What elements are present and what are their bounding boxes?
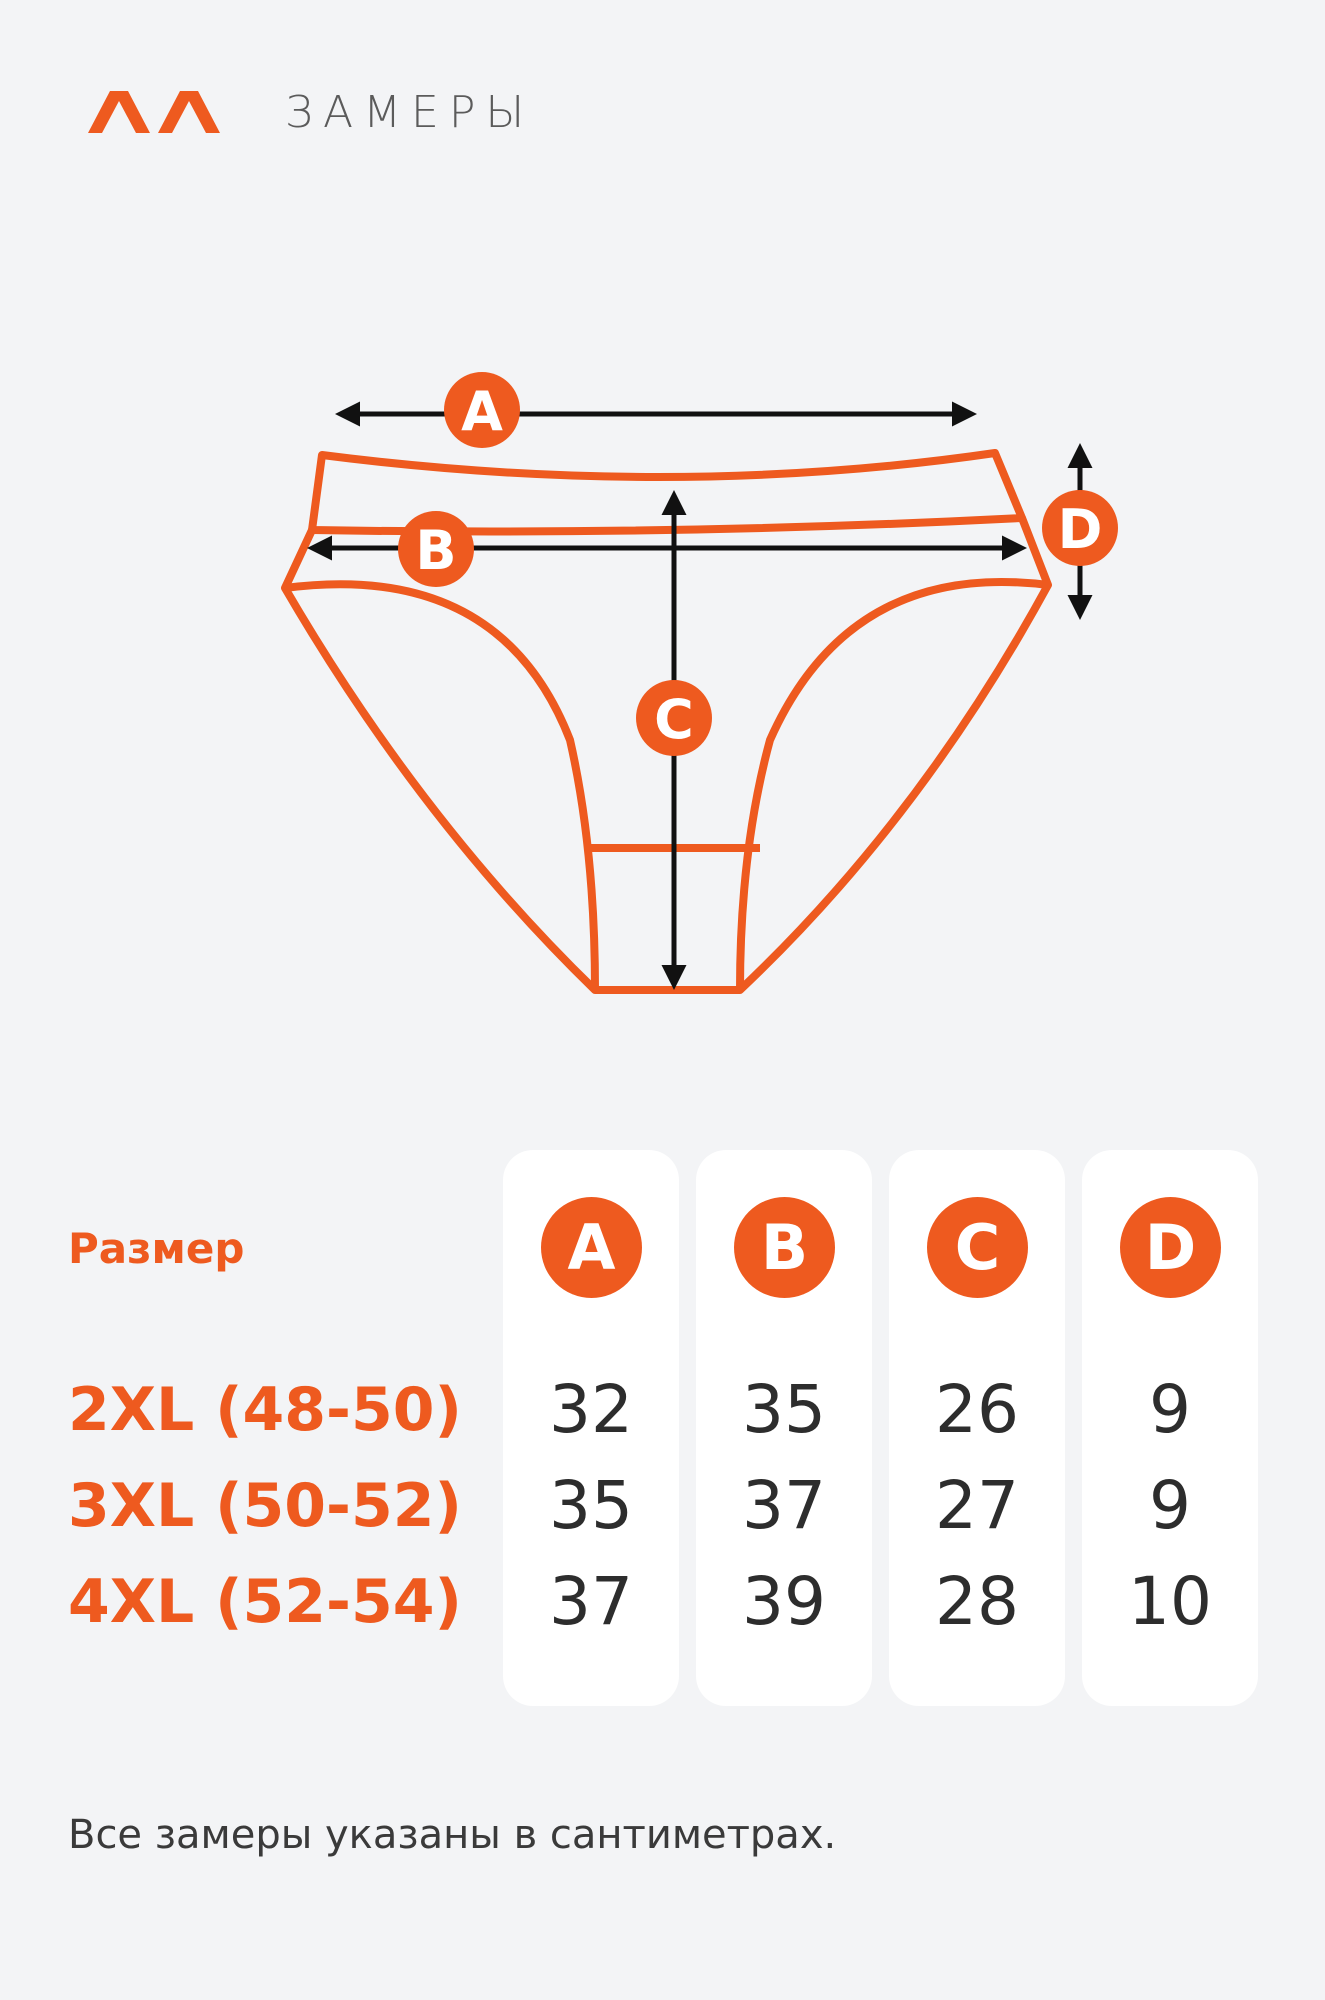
footnote: Все замеры указаны в сантиметрах. — [68, 1812, 837, 1858]
page-title: ЗАМЕРЫ — [285, 86, 535, 138]
size-heading: Размер — [68, 1224, 245, 1273]
cell-3xl-b: 37 — [742, 1467, 826, 1544]
label-a: A — [461, 380, 503, 443]
cell-3xl-c: 27 — [935, 1467, 1019, 1544]
header: ЗАМЕРЫ — [88, 82, 534, 142]
label-d-badge: D — [1042, 490, 1118, 566]
label-d: D — [1058, 498, 1103, 561]
column-b-badge: B — [734, 1197, 835, 1298]
cell-3xl-a: 35 — [549, 1467, 633, 1544]
size-label-3xl: 3XL (50-52) — [68, 1471, 462, 1541]
label-c-badge: C — [636, 680, 712, 756]
cell-2xl-d: 9 — [1149, 1371, 1191, 1448]
cell-2xl-c: 26 — [935, 1371, 1019, 1448]
cell-4xl-c: 28 — [935, 1563, 1019, 1640]
briefs-outline — [281, 449, 1052, 994]
column-a: A 32 35 37 — [503, 1150, 679, 1706]
label-b-badge: B — [398, 511, 474, 587]
cell-4xl-a: 37 — [549, 1563, 633, 1640]
column-c: C 26 27 28 — [889, 1150, 1065, 1706]
measurement-diagram: A B C D — [281, 372, 1118, 994]
size-list: 2XL (48-50) 3XL (50-52) 4XL (52-54) — [68, 1362, 462, 1650]
column-c-badge: C — [927, 1197, 1028, 1298]
cell-2xl-a: 32 — [549, 1371, 633, 1448]
double-chevron-logo-icon — [88, 91, 220, 133]
column-d: D 9 9 10 — [1082, 1150, 1258, 1706]
column-d-badge: D — [1120, 1197, 1221, 1298]
cell-3xl-d: 9 — [1149, 1467, 1191, 1544]
size-label-2xl: 2XL (48-50) — [68, 1375, 462, 1445]
cell-4xl-b: 39 — [742, 1563, 826, 1640]
column-a-badge: A — [541, 1197, 642, 1298]
size-label-4xl: 4XL (52-54) — [68, 1567, 462, 1637]
label-b: B — [415, 519, 456, 582]
label-a-badge: A — [444, 372, 520, 448]
cell-4xl-d: 10 — [1128, 1563, 1212, 1640]
cell-2xl-b: 35 — [742, 1371, 826, 1448]
label-c: C — [654, 688, 694, 751]
column-b: B 35 37 39 — [696, 1150, 872, 1706]
